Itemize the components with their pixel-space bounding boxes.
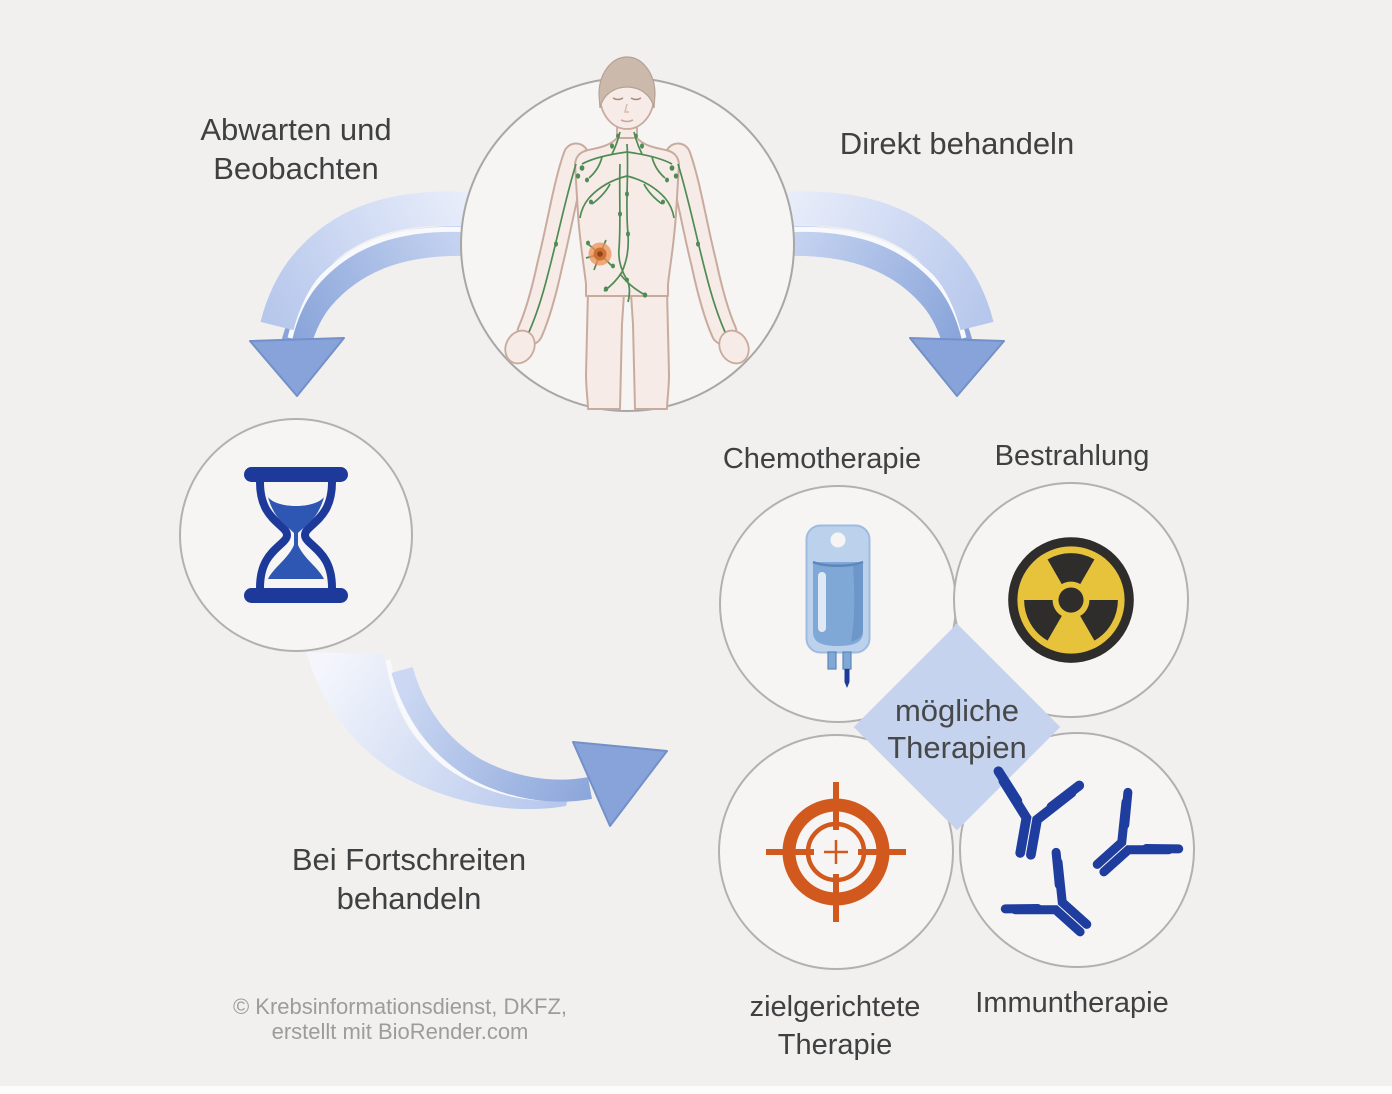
label-immunotherapy: Immuntherapie bbox=[975, 987, 1169, 1019]
lymphatic-body-figure bbox=[504, 56, 750, 410]
iv-bag-icon bbox=[805, 524, 871, 688]
possible-therapies-label: mögliche Therapien bbox=[887, 693, 1027, 765]
tumor-spot bbox=[588, 242, 612, 266]
target-icon bbox=[766, 782, 906, 922]
antibody-icon bbox=[959, 732, 1195, 968]
label-targeted-therapy: zielgerichtete Therapie bbox=[749, 991, 921, 1061]
hourglass-icon bbox=[244, 467, 348, 603]
arrow-treat-directly bbox=[731, 191, 1005, 397]
lymph-nodes bbox=[554, 133, 700, 298]
label-treat-on-progression: Bei Fortschreiten behandeln bbox=[291, 842, 527, 916]
arrow-treat-on-progression bbox=[306, 652, 668, 827]
label-watch-and-wait: Abwarten und Beobachten bbox=[200, 112, 392, 186]
radiation-icon bbox=[1008, 537, 1134, 663]
arrow-watch-and-wait bbox=[249, 191, 523, 397]
label-radiation: Bestrahlung bbox=[994, 440, 1150, 472]
label-chemotherapy: Chemotherapie bbox=[722, 443, 922, 475]
bottom-strip bbox=[0, 1086, 1392, 1094]
credit-text: © Krebsinformationsdienst, DKFZ, erstell… bbox=[232, 994, 568, 1044]
label-treat-directly: Direkt behandeln bbox=[839, 126, 1075, 161]
